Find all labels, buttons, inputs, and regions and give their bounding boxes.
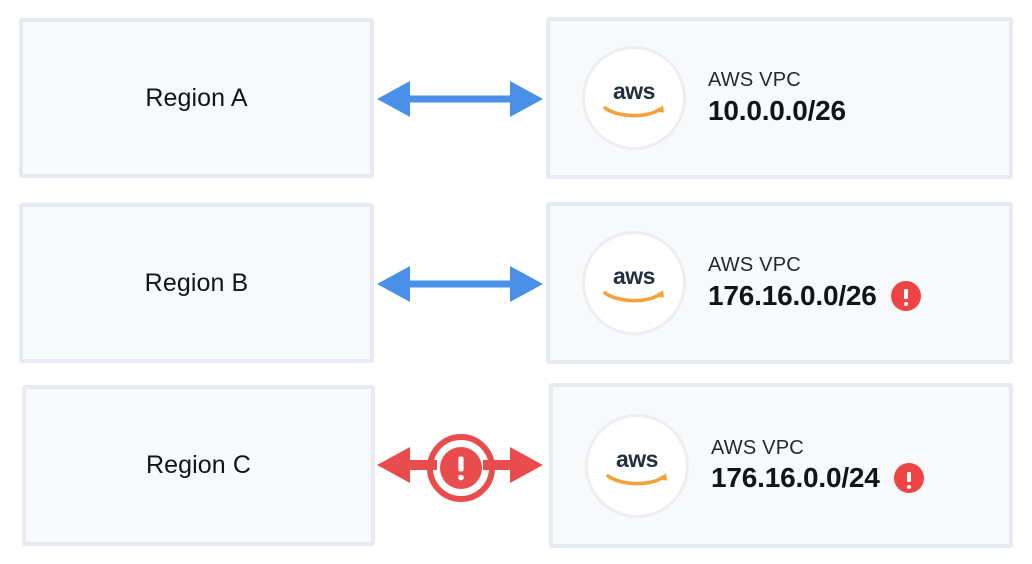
vpc-text-block: AWS VPC 10.0.0.0/26 [708,69,846,127]
vpc-cidr-value: 176.16.0.0/24 [711,462,880,494]
vpc-text-block: AWS VPC 176.16.0.0/24 [711,437,924,495]
vpc-cidr-line: 176.16.0.0/26 [708,280,921,312]
aws-logo-icon: aws [585,413,689,518]
region-label: Region C [145,451,252,479]
diagram-row-region-c: Region C aws AWS VPC [0,381,1032,551]
connector-b [374,261,546,307]
svg-text:aws: aws [616,446,658,472]
connector-a [374,76,546,122]
double-arrow-horizontal-blocked-icon [377,447,543,483]
region-label: Region B [144,268,249,297]
region-box-b[interactable]: Region B [19,203,374,363]
vpc-title: AWS VPC [708,69,801,92]
double-arrow-horizontal-icon [377,266,543,302]
double-arrow-horizontal-icon [377,81,543,117]
aws-logo-icon: aws [582,46,686,150]
vpc-box-c[interactable]: aws AWS VPC 176.16.0.0/24 [549,383,1013,548]
region-box-c[interactable]: Region C [22,385,375,546]
connector-c [374,419,546,511]
vpc-title: AWS VPC [711,436,804,459]
vpc-cidr-value: 176.16.0.0/26 [708,279,877,311]
vpc-box-a[interactable]: aws AWS VPC 10.0.0.0/26 [546,17,1013,179]
svg-text:aws: aws [613,78,655,104]
vpc-title: AWS VPC [708,254,801,277]
vpc-cidr-line: 176.16.0.0/24 [711,462,924,494]
error-circle-outline-icon [427,434,495,502]
error-exclamation-icon [893,463,924,494]
vpc-cidr-value: 10.0.0.0/26 [708,94,846,126]
region-label: Region A [145,83,248,112]
error-exclamation-icon [890,280,921,311]
region-box-a[interactable]: Region A [19,18,374,178]
aws-logo-icon: aws [582,231,686,335]
diagram-row-region-a: Region A aws AWS VPC 10.0.0.0/26 [0,14,1032,182]
svg-text:aws: aws [613,263,655,289]
diagram-row-region-b: Region B aws AWS VPC 176.16.0.0/26 [0,199,1032,367]
vpc-text-block: AWS VPC 176.16.0.0/26 [708,254,921,312]
vpc-cidr-line: 10.0.0.0/26 [708,95,846,127]
vpc-box-b[interactable]: aws AWS VPC 176.16.0.0/26 [546,202,1013,364]
